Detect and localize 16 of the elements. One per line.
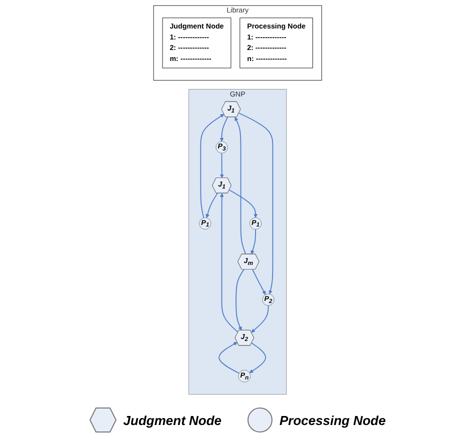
arrow <box>228 190 258 218</box>
arrow <box>200 114 224 218</box>
arrow <box>238 112 274 294</box>
arrow <box>251 305 269 333</box>
arrow <box>234 116 246 255</box>
arrow <box>249 342 266 374</box>
arrow <box>218 342 240 374</box>
arrow <box>206 192 218 218</box>
arrow <box>252 269 266 295</box>
arrow <box>250 228 256 254</box>
arrow <box>220 116 228 142</box>
arrow <box>220 193 238 333</box>
legend-label: Judgment Node <box>123 412 222 428</box>
arrow <box>235 269 244 331</box>
arrow <box>220 152 224 178</box>
legend-label: Processing Node <box>280 412 386 428</box>
